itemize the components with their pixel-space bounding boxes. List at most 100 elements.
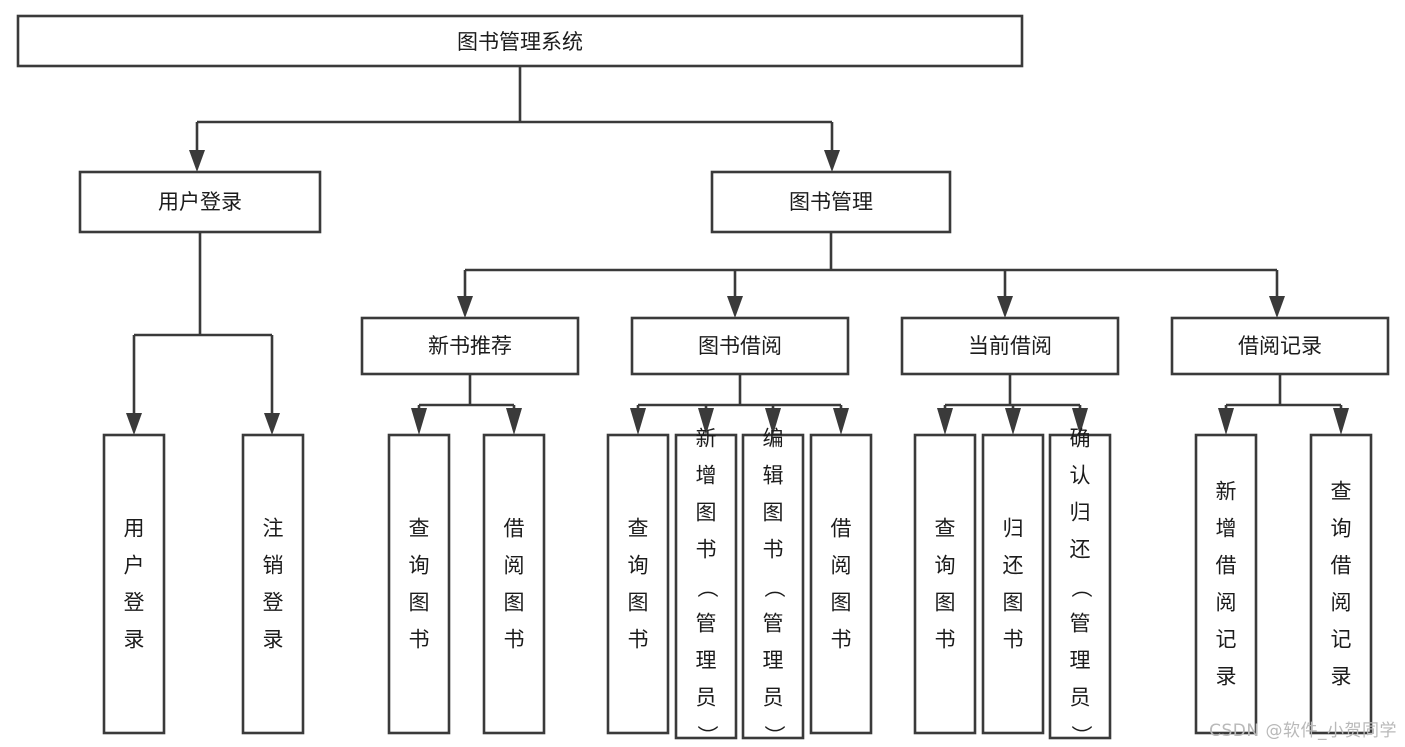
- leaf-node-label-char: 书: [763, 538, 784, 562]
- arrow-head-leaf-borrow-book-1: [506, 408, 522, 435]
- arrow-head-leaf-borrow-book-2: [833, 408, 849, 435]
- leaf-node-label-char: 借: [1216, 554, 1237, 578]
- leaf-node-label-char: 录: [1331, 665, 1352, 689]
- node-root-box: [16, 14, 1024, 68]
- leaf-node-label-char: 借: [831, 517, 852, 541]
- leaf-node-label-char: 登: [263, 591, 284, 615]
- leaf-node-label-char: 用: [124, 517, 145, 541]
- leaf-node-label-char: 户: [124, 554, 145, 578]
- arrow-head-new-book-rec: [457, 296, 473, 318]
- connector-book-manage-to-level3: [457, 232, 1285, 318]
- node-user-login[interactable]: 用户登录: [78, 170, 322, 234]
- arrow-head-leaf-query-book-3: [937, 408, 953, 435]
- leaf-node-label-char: 管: [763, 612, 784, 636]
- connector-book-borrow-to-leaves: [630, 374, 849, 435]
- arrow-head-book-manage: [824, 150, 840, 172]
- leaf-node-label-char: 认: [1070, 464, 1091, 488]
- leaf-node-label-char: 销: [263, 554, 284, 578]
- node-borrow-record[interactable]: 借阅记录: [1170, 316, 1390, 376]
- leaf-node-label-char: 新: [696, 427, 717, 451]
- connector-new-book-rec-to-leaves: [411, 374, 522, 435]
- leaf-node-label-char: 还: [1003, 554, 1024, 578]
- leaf-node-label-char: （: [695, 577, 719, 598]
- leaf-node-box: [809, 433, 873, 735]
- leaf-node-box: [241, 433, 305, 735]
- node-root-book-management-system[interactable]: 图书管理系统: [16, 14, 1024, 68]
- leaf-node-label-char: 图: [696, 501, 717, 525]
- node-borrow-record-box: [1170, 316, 1390, 376]
- node-book-manage[interactable]: 图书管理: [710, 170, 952, 234]
- arrow-head-leaf-add-book: [698, 408, 714, 435]
- arrow-head-leaf-edit-book: [765, 408, 781, 435]
- leaf-node-label-char: 归: [1070, 501, 1091, 525]
- arrow-head-user-login: [189, 150, 205, 172]
- leaf-node-box: [387, 433, 451, 735]
- leaf-node-label-char: 查: [628, 517, 649, 541]
- leaf-node-layer: 用户登录注销登录查询图书借阅图书查询图书新增图书（管理员）编辑图书（管理员）借阅…: [102, 427, 1373, 747]
- leaf-node-label-char: 管: [696, 612, 717, 636]
- leaf-node-label-char: 录: [1216, 665, 1237, 689]
- leaf-node-label-char: 录: [124, 628, 145, 652]
- node-current-borrow[interactable]: 当前借阅: [900, 316, 1120, 376]
- leaf-node-label-char: ）: [762, 725, 786, 746]
- csdn-watermark: CSDN @软件_小贺同学: [1209, 721, 1397, 741]
- leaf-node-label-char: 书: [628, 628, 649, 652]
- leaf-node[interactable]: 用户登录: [102, 433, 166, 735]
- leaf-node-label-char: （: [762, 577, 786, 598]
- leaf-node-label-char: 查: [1331, 480, 1352, 504]
- leaf-node-box: [102, 433, 166, 735]
- arrow-head-leaf-user-login: [126, 413, 142, 435]
- leaf-node-label-char: 书: [831, 628, 852, 652]
- leaf-node-label-char: 询: [409, 554, 430, 578]
- leaf-node-label-char: 图: [409, 591, 430, 615]
- leaf-node-label-char: 录: [263, 628, 284, 652]
- node-new-book-recommend[interactable]: 新书推荐: [360, 316, 580, 376]
- leaf-node-box: [981, 433, 1045, 735]
- leaf-node-label-char: 阅: [831, 554, 852, 578]
- arrow-head-leaf-query-book-1: [411, 408, 427, 435]
- leaf-node-label-char: 登: [124, 591, 145, 615]
- leaf-node-label-char: 确: [1070, 427, 1091, 451]
- leaf-node-label-char: 图: [763, 501, 784, 525]
- leaf-node-label-char: 图: [935, 591, 956, 615]
- leaf-node-box: [913, 433, 977, 735]
- arrow-head-leaf-query-book-2: [630, 408, 646, 435]
- node-new-book-recommend-label: 新书推荐: [428, 334, 512, 358]
- leaf-node-label-char: 图: [628, 591, 649, 615]
- node-borrow-record-label: 借阅记录: [1238, 334, 1322, 358]
- leaf-node-label-char: ）: [695, 725, 719, 746]
- leaf-node-label-char: 理: [1070, 649, 1091, 673]
- leaf-node-label-char: （: [1069, 577, 1093, 598]
- node-book-borrow[interactable]: 图书借阅: [630, 316, 850, 376]
- arrow-head-leaf-query-record: [1333, 408, 1349, 435]
- leaf-node-box: [606, 433, 670, 735]
- leaf-node-label-char: 增: [696, 464, 717, 488]
- leaf-node-label-char: 理: [696, 649, 717, 673]
- leaf-node-label-char: 书: [409, 628, 430, 652]
- leaf-node-label-char: 增: [1216, 517, 1237, 541]
- connector-borrow-record-to-leaves: [1218, 374, 1349, 435]
- leaf-node-label-char: 还: [1070, 538, 1091, 562]
- node-book-manage-box: [710, 170, 952, 234]
- connector-user-login-to-leaves: [126, 232, 280, 435]
- leaf-node-label-char: 询: [1331, 517, 1352, 541]
- node-current-borrow-label: 当前借阅: [968, 334, 1052, 358]
